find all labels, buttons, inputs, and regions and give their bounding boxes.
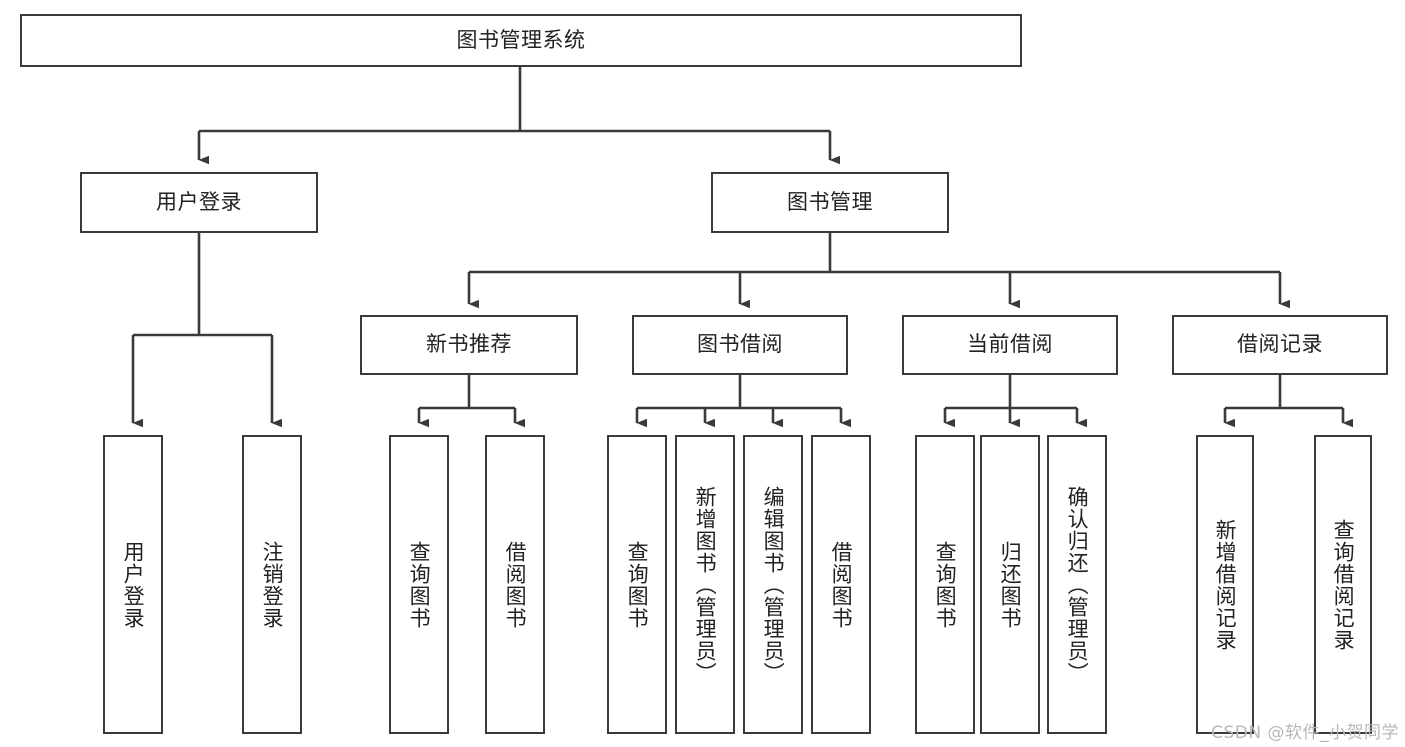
node-label: 用户登录 [156, 189, 242, 214]
leaf-user-login[interactable]: 用户登录 [103, 435, 163, 734]
node-label: 查询图书 [625, 540, 650, 629]
node-label: 图书管理系统 [456, 27, 586, 52]
node-label: 归还图书 [998, 540, 1023, 629]
leaf-return-book[interactable]: 归还图书 [980, 435, 1040, 734]
node-book-management[interactable]: 图书管理 [711, 172, 949, 233]
node-label: 新增图书（管理员） [693, 485, 718, 684]
node-label: 查询图书 [407, 540, 432, 629]
node-label: 借阅记录 [1237, 332, 1323, 357]
leaf-add-record[interactable]: 新增借阅记录 [1196, 435, 1254, 734]
node-label: 查询借阅记录 [1331, 518, 1356, 651]
leaf-borrow-book-2[interactable]: 借阅图书 [811, 435, 871, 734]
node-label: 注销登录 [260, 540, 285, 629]
node-user-login[interactable]: 用户登录 [80, 172, 318, 233]
node-label: 图书借阅 [697, 332, 783, 357]
leaf-edit-book[interactable]: 编辑图书（管理员） [743, 435, 803, 734]
node-book-borrow[interactable]: 图书借阅 [632, 315, 848, 375]
node-label: 编辑图书（管理员） [761, 485, 786, 684]
leaf-query-book-1[interactable]: 查询图书 [389, 435, 449, 734]
leaf-query-book-2[interactable]: 查询图书 [607, 435, 667, 734]
node-label: 新书推荐 [426, 332, 512, 357]
leaf-query-book-3[interactable]: 查询图书 [915, 435, 975, 734]
leaf-borrow-book-1[interactable]: 借阅图书 [485, 435, 545, 734]
node-root-system[interactable]: 图书管理系统 [20, 14, 1022, 67]
node-current-borrow[interactable]: 当前借阅 [902, 315, 1118, 375]
node-label: 当前借阅 [967, 332, 1053, 357]
leaf-confirm-return[interactable]: 确认归还（管理员） [1047, 435, 1107, 734]
node-label: 查询图书 [933, 540, 958, 629]
node-label: 图书管理 [787, 189, 873, 214]
node-label: 借阅图书 [503, 540, 528, 629]
leaf-query-record[interactable]: 查询借阅记录 [1314, 435, 1372, 734]
node-borrow-record[interactable]: 借阅记录 [1172, 315, 1388, 375]
node-label: 用户登录 [121, 540, 146, 629]
leaf-add-book[interactable]: 新增图书（管理员） [675, 435, 735, 734]
node-label: 新增借阅记录 [1213, 518, 1238, 651]
leaf-logout-login[interactable]: 注销登录 [242, 435, 302, 734]
node-label: 确认归还（管理员） [1065, 485, 1090, 684]
node-label: 借阅图书 [829, 540, 854, 629]
node-new-book-recommend[interactable]: 新书推荐 [360, 315, 578, 375]
